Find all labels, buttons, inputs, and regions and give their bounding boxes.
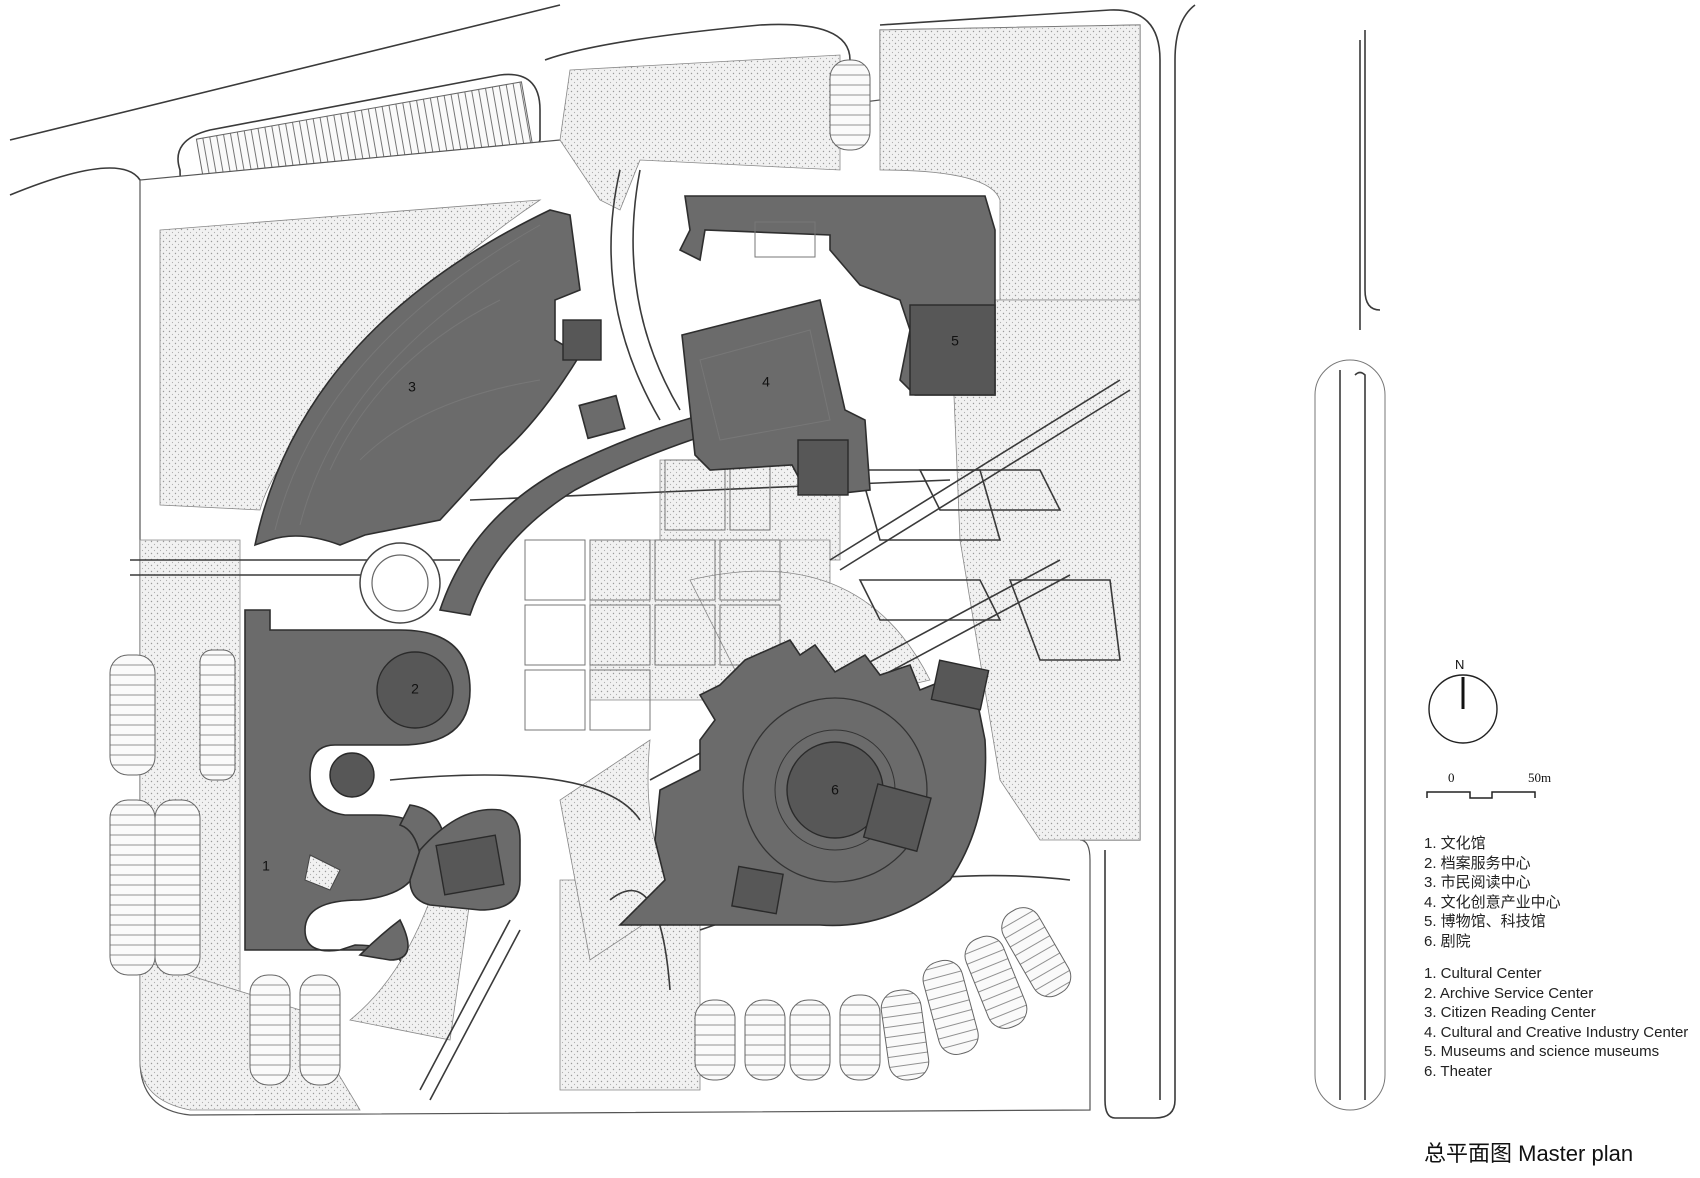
legend-cn-item: 1. 文化馆 [1424, 835, 1486, 852]
road-outlines [9, 4, 1386, 1119]
plan-title: 总平面图 Master plan [1424, 1141, 1634, 1166]
scale-start-label: 0 [1448, 770, 1455, 785]
legend-en-item: 5. Museums and science museums [1424, 1043, 1660, 1060]
building-4 [681, 299, 871, 496]
parking-lots [109, 59, 1072, 1086]
legend-en-item: 3. Citizen Reading Center [1424, 1004, 1596, 1021]
building-5 [678, 195, 996, 396]
legend-chinese: 1. 文化馆 2. 档案服务中心 3. 市民阅读中心 4. 文化创意产业中心 5… [1424, 834, 1561, 951]
legend-cn-item: 4. 文化创意产业中心 [1424, 893, 1561, 911]
legend-en-item: 1. Cultural Center [1424, 965, 1542, 982]
building-label-1: 1 [262, 858, 270, 874]
north-label: N [1455, 657, 1465, 672]
building-3 [253, 209, 626, 547]
legend-en-item: 6. Theater [1424, 1062, 1493, 1080]
plaza-grid [524, 459, 781, 731]
legend-cn-item: 3. 市民阅读中心 [1424, 874, 1531, 891]
building-label-4: 4 [762, 374, 770, 390]
building-label-3: 3 [408, 379, 416, 395]
building-6 [618, 638, 990, 927]
round-court [359, 542, 441, 624]
building-label-6: 6 [831, 782, 839, 798]
legend-en-item: 2. Archive Service Center [1424, 984, 1594, 1002]
legend-cn-item: 6. 剧院 [1424, 932, 1471, 950]
legend-cn-item: 2. 档案服务中心 [1424, 854, 1531, 872]
legend-english: 1. Cultural Center 2. Archive Service Ce… [1424, 964, 1688, 1081]
building-1-2 [244, 609, 521, 963]
north-arrow-icon [1428, 674, 1498, 744]
building-label-5: 5 [951, 333, 959, 349]
legend-cn-item: 5. 博物馆、科技馆 [1424, 913, 1546, 930]
scale-end-label: 50m [1528, 770, 1552, 785]
legend-en-item: 4. Cultural and Creative Industry Center [1424, 1023, 1689, 1041]
building-label-2: 2 [411, 681, 419, 697]
scale-bar-icon [1426, 791, 1536, 799]
